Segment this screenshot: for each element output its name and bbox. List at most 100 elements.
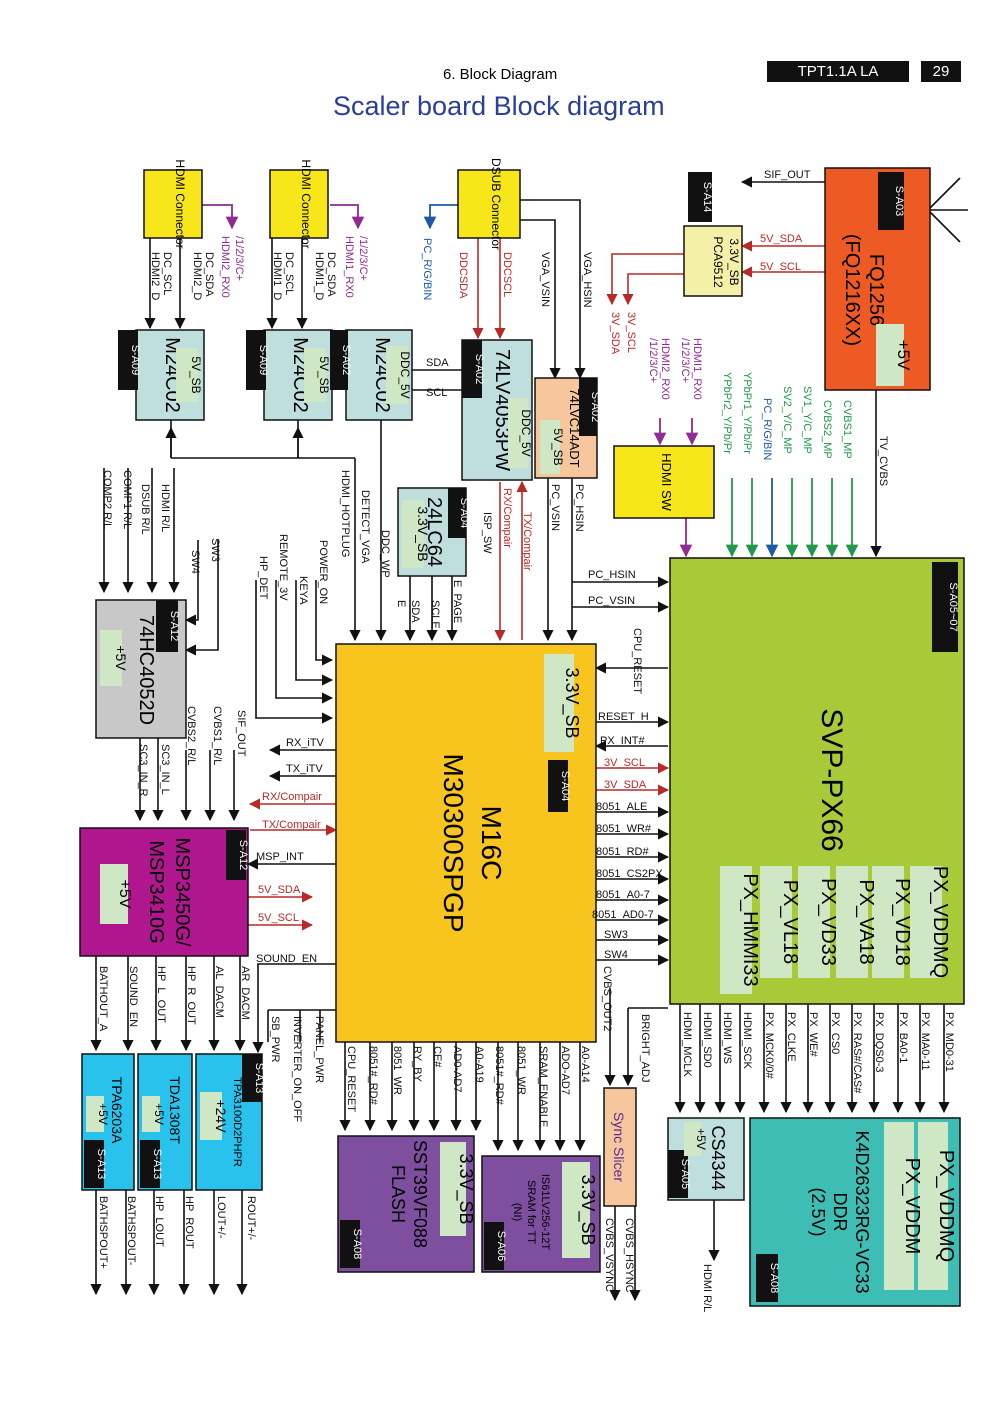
signal-label-sc3-in-l: SC3_IN_L: [159, 744, 171, 795]
signal-label-hp-l-out: HP_L_OUT: [155, 966, 167, 1023]
dsub-connector: DSUB Connector: [457, 158, 521, 250]
flash-block: S-A08 SST39VF088 FLASH 3.3V_SB: [337, 1135, 476, 1273]
tuner-tag: S-A03: [893, 186, 905, 217]
signal-label-cpu-reset-b: CPU_RESET: [345, 1046, 357, 1112]
mcu-tag: S-A04: [559, 771, 571, 802]
svp-tag: S-A05~07: [947, 582, 959, 631]
signal-label-px-clke: PX_CLKE: [785, 1012, 797, 1062]
msp3450-block: S-A12 MSP3450G/ MSP3410G +5V: [79, 827, 249, 957]
switch-4053-name: 74LV4053PW: [491, 349, 513, 471]
signal-label-inverter: INVERTER_ON_OFF: [291, 1016, 303, 1122]
signal-label-v5-sda: 5V_SDA: [760, 233, 803, 245]
msp-supply: +5V: [116, 880, 133, 909]
sram-name: IS61LV256-12T: [539, 1174, 551, 1251]
section-heading: 6. Block Diagram: [443, 66, 558, 83]
signal-label-v3-sda: 3V_SDA: [609, 312, 621, 355]
signal-label-sb-pwr: SB_PWR: [269, 1016, 281, 1063]
signal-label-hp-r-out: HP_R_OUT: [185, 966, 197, 1025]
svp-rail-label: PX_VDDMQ: [929, 866, 951, 978]
eeprom-b-block: S-A09 M24C02 5V_SB: [246, 329, 333, 421]
signal-label-v3-scl: 3V_SCL: [625, 312, 637, 353]
signal-label-hdmi2-rx-b2: /1/2/3/C+: [647, 338, 659, 383]
signal-label-ry-by: RY_BY: [411, 1046, 423, 1083]
signal-label-sw4-h: SW4: [604, 949, 628, 961]
signal-label-v3-sda-h: 3V_SDA: [604, 779, 647, 791]
mux-tag: S-A12: [168, 611, 180, 642]
signal-label-px-cs0: PX_CS0: [829, 1012, 841, 1054]
sram-supply: 3.3V_SB: [577, 1174, 598, 1245]
flash-supply: 3.3V_SB: [455, 1153, 476, 1224]
dsub-connector-label: DSUB Connector: [489, 158, 503, 250]
signal-label-remote: REMOTE_3V: [277, 534, 289, 601]
tuner-block: S-A03 FQ1256 (FQ1216XX) +5V: [824, 167, 931, 391]
signal-label-hp-det: HP_DET: [257, 556, 269, 600]
ddr-name: K4D26323RG-VC33: [852, 1130, 872, 1293]
cs4344-supply: +5V: [694, 1128, 708, 1150]
signal-label-hdmi2-rx: HDMI2_RX0: [219, 236, 231, 298]
signal-label-sc3-in-r: SC3_IN_R: [137, 744, 149, 797]
signal-label-vga-hsin: VGA_HSIN: [581, 252, 593, 308]
signal-label-sv2: SV2_Y/C_MP: [781, 386, 793, 454]
model-badge: TPT1.1A LA: [767, 61, 909, 82]
signal-label-comp1-rl: COMP1 R/L: [121, 470, 133, 529]
signal-label-hdmi1-rx-b: HDMI1_RX0: [691, 338, 703, 400]
pca9512-block: S-A14 PCA9512 3.3V_SB: [683, 172, 743, 297]
signal-label-tx-compair-h: TX/Compair: [262, 819, 321, 831]
signal-label-ddcsda: DDCSDA: [457, 252, 469, 299]
mux-name: 74HC4052D: [135, 615, 157, 725]
signal-label-hdmi2-dsda2: DC_SDA: [203, 252, 215, 297]
signal-label-pc-rgb2: PC_R/G/BIN: [761, 398, 773, 460]
signal-label-scl: SCL: [426, 387, 447, 399]
signal-label-s-wr: 8051_WR: [515, 1046, 527, 1095]
hdmi2-connector: HDMI Connector: [143, 159, 203, 249]
signal-label-px-mck: PX_MCK0/0#: [763, 1012, 775, 1080]
svp-rail-label: PX_VL18: [779, 880, 801, 965]
pca9512-supply: 3.3V_SB: [727, 238, 741, 285]
amp2-tag: S-A13: [151, 1149, 163, 1180]
switch-4053-block: S-A02 74LV4053PW DDC_5V: [461, 339, 533, 481]
signal-label-hdmi1-dscl: HDMI1_D: [271, 252, 283, 300]
signal-label-hdmi-sck: HDMI_SCK: [741, 1012, 753, 1070]
signal-label-hdmi1-rx: HDMI1_RX0: [343, 236, 355, 298]
signal-label-px-dqs: PX_DQS0-3: [873, 1012, 885, 1073]
svp-rail-box: [836, 866, 868, 978]
eeprom-a-tag: S-A09: [129, 345, 141, 376]
signal-label-pc-hsin: PC_HSIN: [573, 484, 585, 532]
signal-label-dsub-rl: DSUB R/L: [139, 484, 151, 535]
signal-label-sw3-h: SW3: [604, 929, 628, 941]
ddr-block: S-A08 K4D26323RG-VC33 DDR (2.5V) PX_VDDM…: [749, 1117, 961, 1307]
hdmi1-connector-label: HDMI Connector: [299, 159, 313, 248]
signal-label-hdmi2-dscl: HDMI2_D: [149, 252, 161, 300]
signal-label-cs2: 8051_CS2PX: [596, 868, 663, 880]
signal-label-v5-sda-h: 5V_SDA: [258, 884, 301, 896]
schmitt-name: 74LVC14ADT: [567, 388, 582, 467]
signal-label-al-dacm: AL_DACM: [213, 966, 225, 1018]
svp-rail-box: [910, 866, 942, 978]
svp-rail-label: PX_HMMI33: [739, 873, 761, 986]
signal-label-pc-hsin-h: PC_HSIN: [588, 569, 636, 581]
signal-label-detect-vga: DETECT_VGA: [359, 490, 371, 564]
signal-label-f-wr: 8051_WR: [391, 1046, 403, 1095]
tuner-name-alt: (FQ1216XX): [841, 234, 863, 346]
signal-label-rx-compair-h: RX/Compair: [262, 791, 322, 803]
signal-label-hdmi-mclk: HDMI_MCLK: [681, 1012, 693, 1077]
eeprom-a-supply: 5V_SB: [189, 356, 203, 393]
signal-label-bright-adj: BRIGHT_ADJ: [639, 1014, 651, 1082]
amp3-supply: +24V: [213, 1099, 229, 1133]
signal-label-s-a: A0-A14: [579, 1046, 591, 1083]
signal-label-rd: 8051_RD#: [596, 846, 649, 858]
mcu-supply: 3.3V_SB: [561, 667, 582, 738]
signal-label-hdmi-ws: HDMI_WS: [721, 1012, 733, 1064]
switch-4053-supply: DDC_5V: [519, 409, 533, 456]
signal-label-cvbs-vsync: CVBS_VSYNC: [603, 1218, 615, 1292]
signal-label-ypbpr2: YPbPr2_Y/Pb/Pr: [721, 372, 733, 454]
ddr-voltage: (2.5V): [808, 1187, 828, 1236]
signal-label-a07: 8051_A0-7: [596, 889, 650, 901]
signal-label-hdmi1-dsda: HDMI1_D: [313, 252, 325, 300]
schmitt-74lvc14-block: S-A02 74LVC14ADT 5V_SB: [534, 377, 601, 479]
signal-label-cpu-reset: CPU_RESET: [631, 628, 643, 694]
signal-label-px-we: PX_WE#: [807, 1012, 819, 1058]
flash-tag: S-A08: [351, 1229, 363, 1260]
flash-name: SST39VF088: [410, 1140, 430, 1248]
eeprom-24lc64-tag: S-A04: [458, 498, 470, 529]
